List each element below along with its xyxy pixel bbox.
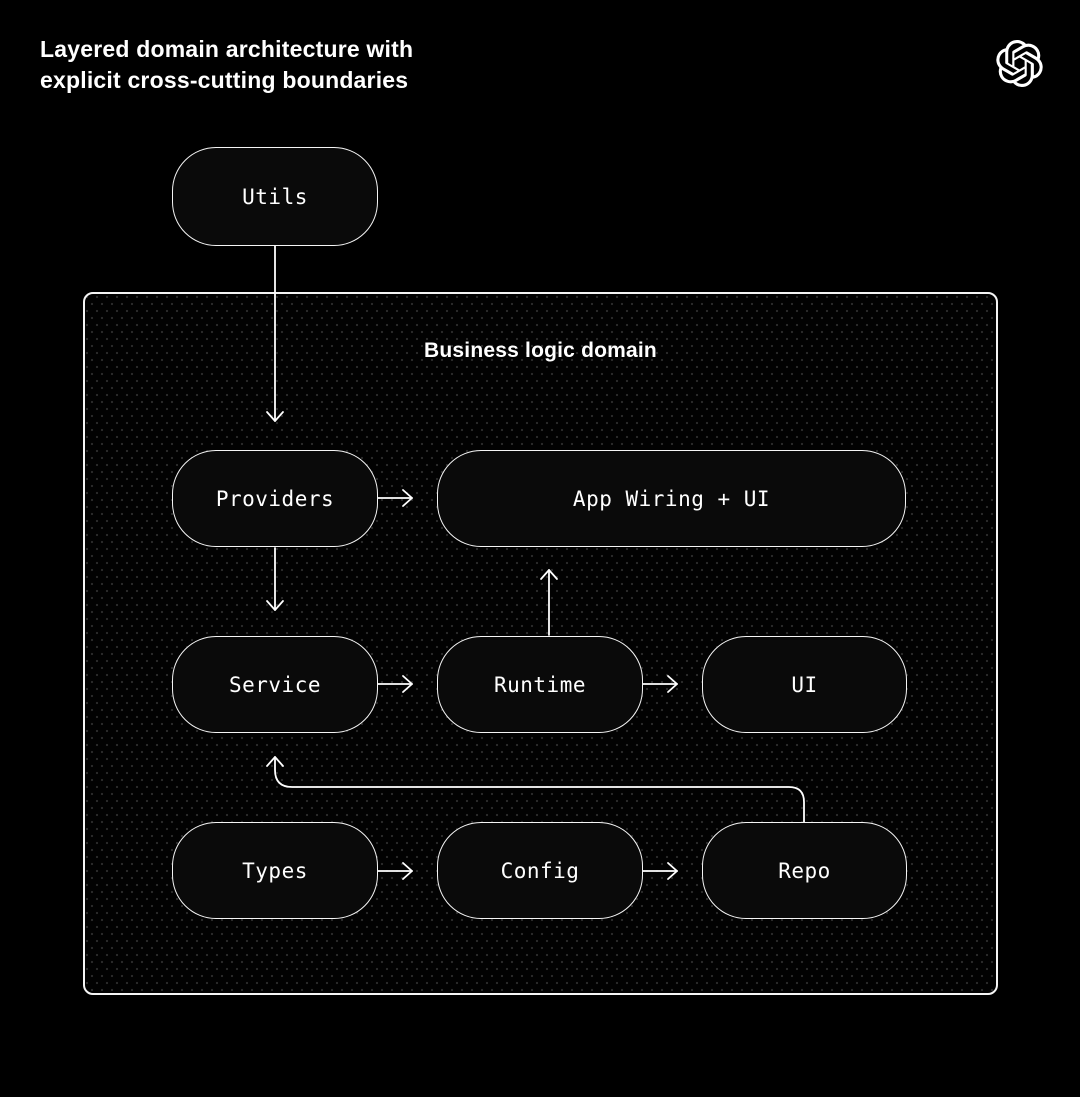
node-app-wiring-ui-label: App Wiring + UI	[572, 486, 771, 511]
node-ui-label: UI	[791, 672, 818, 697]
page-title-line-1: Layered domain architecture with	[40, 36, 414, 62]
node-config-label: Config	[500, 858, 580, 883]
node-repo: Repo	[702, 822, 907, 919]
page-title-line-2: explicit cross-cutting boundaries	[40, 67, 409, 93]
node-ui: UI	[702, 636, 907, 733]
node-runtime-label: Runtime	[493, 672, 586, 697]
node-utils-label: Utils	[242, 184, 308, 209]
page-title: Layered domain architecture with explici…	[40, 34, 413, 96]
node-app-wiring-ui: App Wiring + UI	[437, 450, 906, 547]
node-service: Service	[172, 636, 378, 733]
node-service-label: Service	[228, 672, 321, 697]
node-repo-label: Repo	[778, 858, 831, 883]
domain-label: Business logic domain	[424, 339, 657, 362]
node-types: Types	[172, 822, 378, 919]
node-runtime: Runtime	[437, 636, 643, 733]
node-types-label: Types	[242, 858, 308, 883]
node-config: Config	[437, 822, 643, 919]
node-providers-label: Providers	[215, 486, 335, 511]
openai-logo-icon	[996, 40, 1043, 87]
node-utils: Utils	[172, 147, 378, 246]
node-providers: Providers	[172, 450, 378, 547]
